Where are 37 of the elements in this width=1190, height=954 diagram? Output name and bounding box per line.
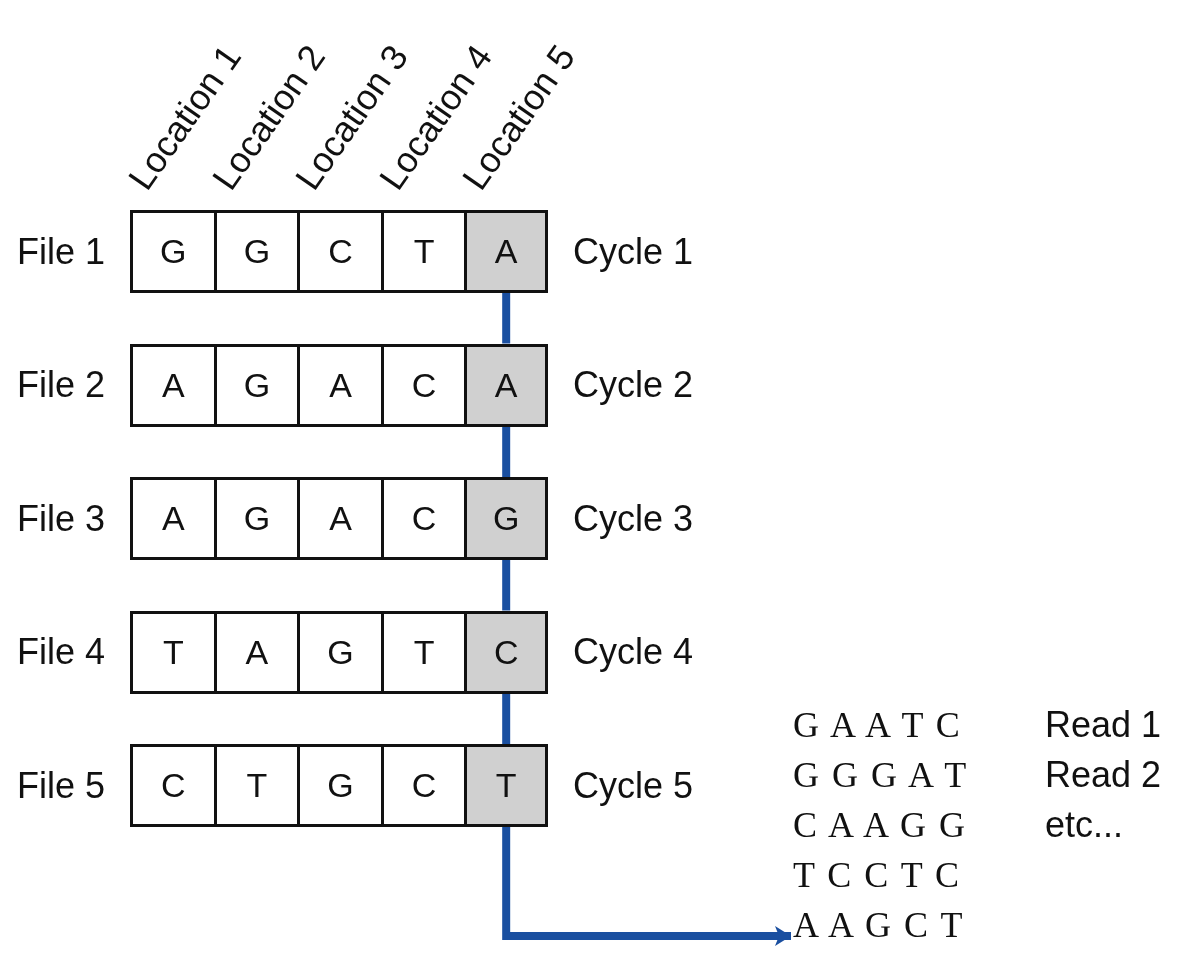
read-sequence: T C C T C bbox=[793, 857, 960, 893]
letter-cell: G bbox=[297, 744, 384, 827]
read-sequence: G G G A T bbox=[793, 757, 967, 793]
read-sequence: A A G C T bbox=[793, 907, 963, 943]
letter-cell: A bbox=[464, 343, 548, 427]
read-sequence: C A A G G bbox=[793, 807, 966, 843]
cycle-label: Cycle 4 bbox=[573, 634, 694, 670]
cycle-label: Cycle 1 bbox=[573, 233, 694, 270]
letter-cell: T bbox=[130, 610, 217, 694]
read-sequence: G A A T C bbox=[793, 707, 960, 743]
letter-cell: C bbox=[464, 610, 548, 694]
row-label: File 5 bbox=[17, 767, 106, 804]
letter-cell: G bbox=[464, 477, 548, 560]
letter-cell: A bbox=[297, 343, 384, 427]
letter-cell: A bbox=[464, 210, 548, 293]
letter-cell: G bbox=[130, 210, 217, 293]
letter-cell: A bbox=[297, 477, 384, 560]
row-label: File 1 bbox=[17, 233, 106, 270]
letter-cell: T bbox=[464, 744, 548, 827]
letter-cell: A bbox=[130, 477, 217, 560]
letter-cell: A bbox=[130, 343, 217, 427]
cycle-label: Cycle 2 bbox=[573, 367, 694, 403]
read-label: etc... bbox=[1045, 807, 1124, 843]
connector-line bbox=[502, 693, 511, 744]
letter-cell: G bbox=[297, 610, 384, 694]
cycle-label: Cycle 3 bbox=[573, 500, 694, 537]
read-label: Read 1 bbox=[1045, 707, 1162, 743]
row-label: File 3 bbox=[17, 500, 106, 537]
connector-line bbox=[502, 293, 511, 344]
cycle-label: Cycle 5 bbox=[573, 767, 694, 804]
row-label: File 4 bbox=[17, 634, 106, 670]
read-label: Read 2 bbox=[1045, 757, 1162, 793]
letter-cell: C bbox=[297, 210, 384, 293]
connector-line bbox=[502, 426, 511, 477]
row-label: File 2 bbox=[17, 367, 106, 403]
letter-cell: C bbox=[130, 744, 217, 827]
connector-line bbox=[502, 560, 511, 611]
